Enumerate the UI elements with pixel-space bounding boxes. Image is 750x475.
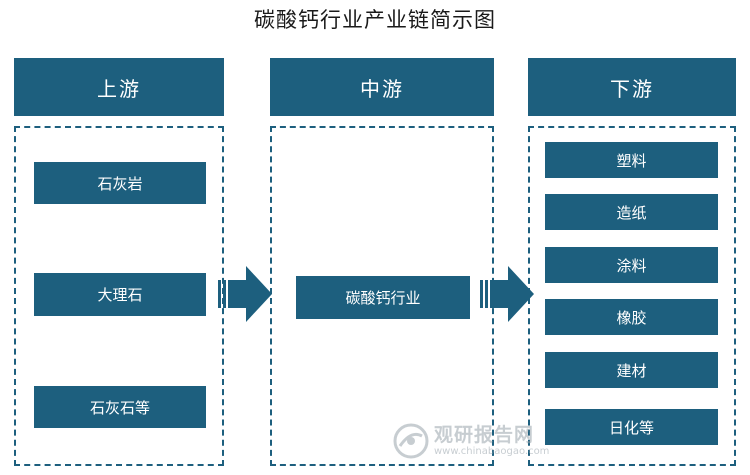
diagram-title: 碳酸钙行业产业链简示图 <box>254 8 496 32</box>
watermark-logo-icon <box>393 423 429 459</box>
midstream-item: 碳酸钙行业 <box>296 276 470 319</box>
downstream-item: 橡胶 <box>545 299 718 335</box>
flow-arrow-midstream-to-downstream <box>480 266 534 322</box>
downstream-item: 造纸 <box>545 194 718 230</box>
downstream-item: 塑料 <box>545 142 718 178</box>
flow-arrow-upstream-to-midstream <box>218 266 272 322</box>
header-upstream: 上游 <box>14 58 224 116</box>
upstream-item: 石灰岩 <box>34 162 206 204</box>
downstream-item: 建材 <box>545 352 718 388</box>
watermark-url: www.chinabaogao.com <box>434 446 550 457</box>
watermark-text: 观研报告网 <box>434 424 535 446</box>
watermark: 观研报告网 www.chinabaogao.com <box>392 416 552 466</box>
downstream-item: 涂料 <box>545 247 718 283</box>
upstream-item: 石灰石等 <box>34 386 206 428</box>
upstream-item: 大理石 <box>34 273 206 316</box>
header-downstream: 下游 <box>528 58 736 116</box>
downstream-item: 日化等 <box>545 409 718 445</box>
header-midstream: 中游 <box>270 58 494 116</box>
